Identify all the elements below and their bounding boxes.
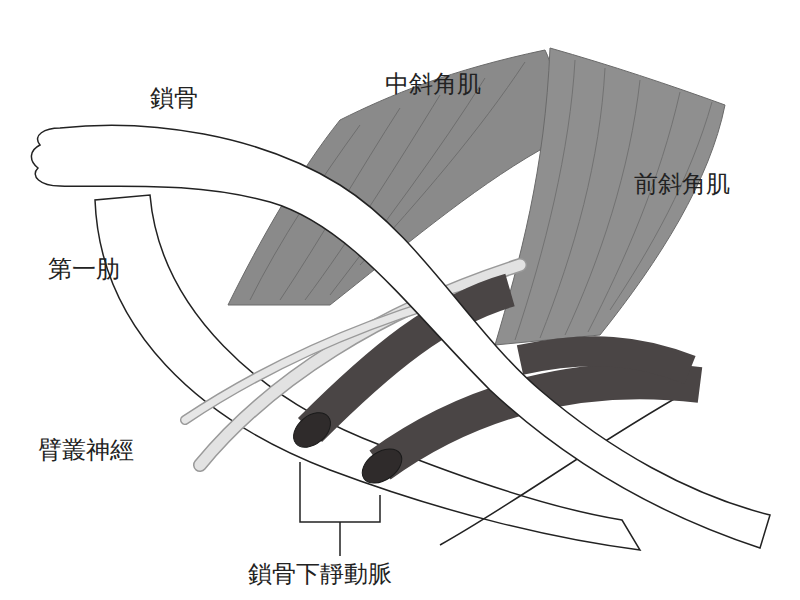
bracket (300, 462, 380, 556)
vessel-label: 鎖骨下靜動脈 (248, 560, 392, 589)
vessel-end (287, 406, 337, 454)
nerve-label: 臂叢神經 (38, 436, 134, 465)
muscle-fibers (515, 60, 712, 340)
vessel-end (356, 442, 408, 490)
bone-label: 第一肋 (48, 255, 120, 284)
bone-label: 鎖骨 (150, 84, 198, 113)
muscle-label: 中斜角肌 (385, 70, 481, 99)
muscle-label: 前斜角肌 (634, 170, 730, 199)
clavicle (31, 125, 770, 548)
